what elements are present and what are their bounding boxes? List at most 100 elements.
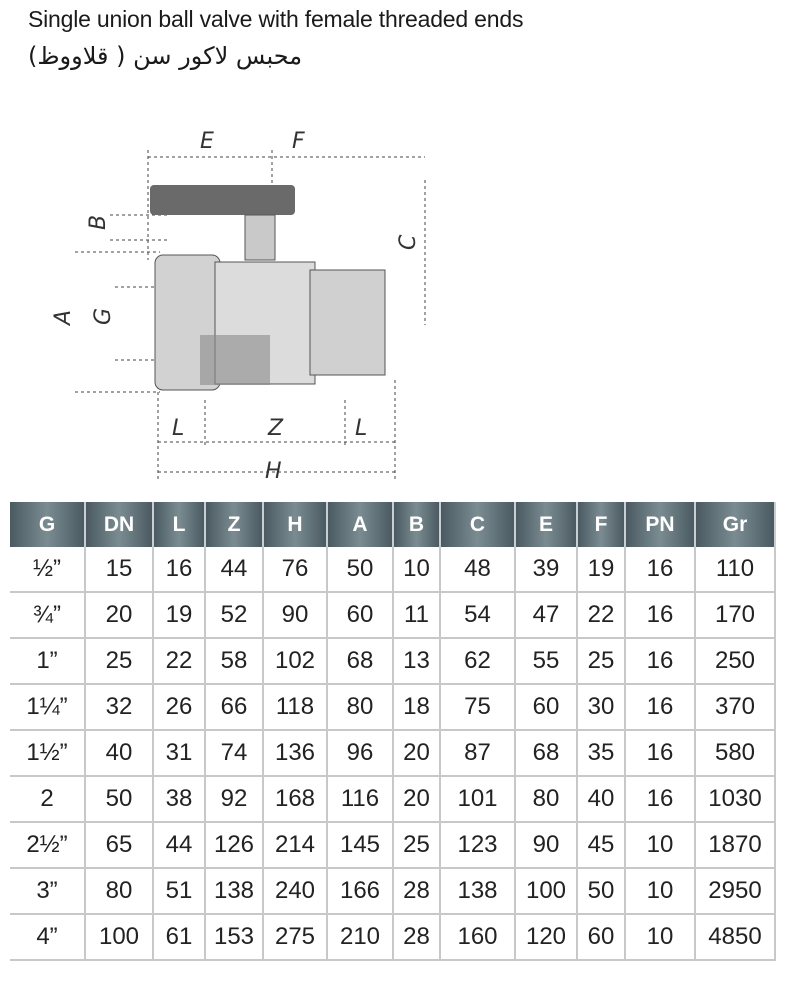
label-h: H [265,459,282,484]
table-cell: 136 [262,730,328,777]
table-cell: 20 [392,776,441,823]
valve-dimension-diagram: E F B C A G L Z L H [51,129,426,484]
table-cell: 55 [514,638,578,685]
column-header-g: G [10,502,86,547]
table-cell: 45 [576,822,626,869]
column-header-c: C [440,502,516,547]
table-cell: 54 [439,592,516,639]
table-cell: ½” [10,547,86,593]
table-cell: 15 [84,547,154,593]
table-cell: 50 [326,547,394,593]
label-b: B [86,215,111,230]
table-cell: 52 [204,592,264,639]
table-cell: 44 [204,547,264,593]
table-cell: 580 [694,730,776,777]
table-cell: 87 [439,730,516,777]
table-cell: 118 [262,684,328,731]
table-cell: 20 [84,592,154,639]
table-cell: 19 [152,592,206,639]
table-cell: 38 [152,776,206,823]
table-cell: 2½” [10,822,86,869]
table-cell: 1” [10,638,86,685]
table-cell: 90 [514,822,578,869]
table-cell: 250 [694,638,776,685]
table-cell: 44 [152,822,206,869]
label-l-right: L [355,416,367,441]
table-cell: 13 [392,638,441,685]
table-cell: 4” [10,914,86,961]
table-cell: 1½” [10,730,86,777]
column-header-e: E [515,502,578,547]
table-cell: 74 [204,730,264,777]
table-cell: 116 [326,776,394,823]
column-header-a: A [327,502,394,547]
table-cell: 214 [262,822,328,869]
table-cell: 25 [84,638,154,685]
table-cell: 31 [152,730,206,777]
table-cell: 35 [576,730,626,777]
table-cell: 160 [439,914,516,961]
table-cell: 22 [152,638,206,685]
table-cell: 16 [152,547,206,593]
column-header-f: F [577,502,626,547]
valve-body [150,185,386,391]
table-cell: 40 [576,776,626,823]
table-cell: 123 [439,822,516,869]
table-cell: 32 [84,684,154,731]
label-l-left: L [172,416,184,441]
column-header-l: L [153,502,206,547]
table-cell: 58 [204,638,264,685]
page-title: Single union ball valve with female thre… [28,6,524,32]
table-cell: 65 [84,822,154,869]
column-header-z: Z [205,502,264,547]
table-cell: 166 [326,868,394,915]
table-cell: 1030 [694,776,776,823]
table-cell: 80 [326,684,394,731]
table-cell: 16 [624,638,696,685]
table-cell: 80 [514,776,578,823]
table-cell: 370 [694,684,776,731]
table-cell: 11 [392,592,441,639]
label-a: A [51,310,76,327]
table-cell: 10 [624,822,696,869]
table-cell: 61 [152,914,206,961]
table-cell: 39 [514,547,578,593]
label-g: G [91,308,116,325]
table-cell: 110 [694,547,776,593]
table-cell: 16 [624,547,696,593]
table-cell: 210 [326,914,394,961]
table-cell: 28 [392,914,441,961]
table-cell: 18 [392,684,441,731]
table-cell: 2 [10,776,86,823]
table-cell: 60 [576,914,626,961]
table-cell: 40 [84,730,154,777]
column-header-pn: PN [625,502,696,547]
table-cell: 19 [576,547,626,593]
table-cell: 47 [514,592,578,639]
table-cell: 1¼” [10,684,86,731]
table-cell: 76 [262,547,328,593]
table-cell: 66 [204,684,264,731]
table-cell: 48 [439,547,516,593]
table-cell: 25 [392,822,441,869]
table-cell: 3” [10,868,86,915]
table-cell: 1870 [694,822,776,869]
table-cell: 100 [514,868,578,915]
table-cell: 120 [514,914,578,961]
table-cell: 90 [262,592,328,639]
table-cell: 60 [326,592,394,639]
label-c: C [396,234,421,250]
table-cell: 100 [84,914,154,961]
column-header-h: H [263,502,328,547]
label-z: Z [267,416,284,441]
table-cell: 22 [576,592,626,639]
table-cell: 170 [694,592,776,639]
table-cell: 16 [624,592,696,639]
